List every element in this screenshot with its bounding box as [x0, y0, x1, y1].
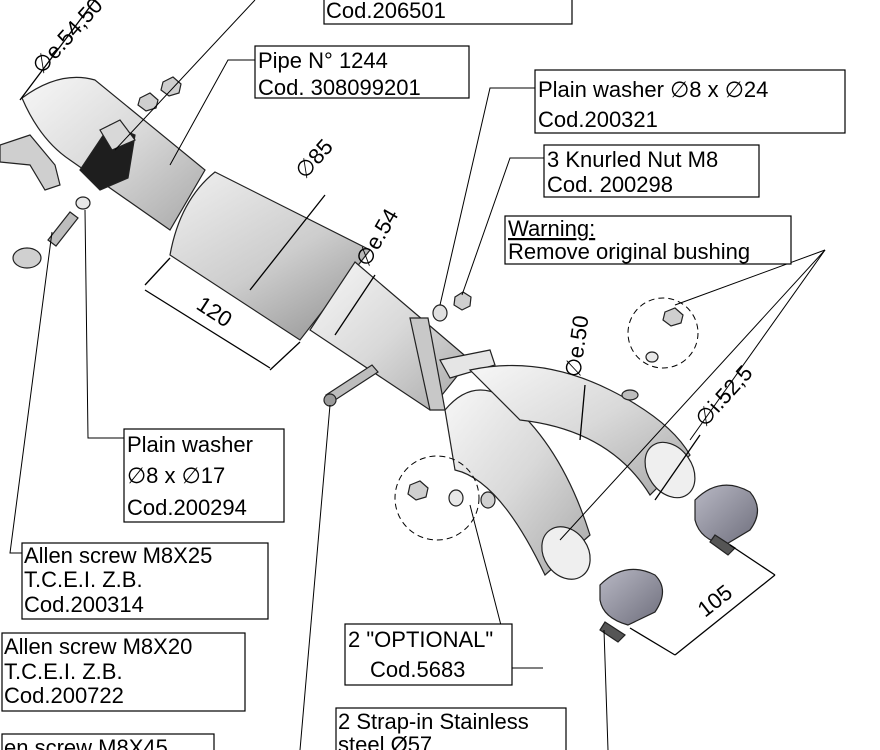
dim-mid-diameter: ∅e.54 — [351, 204, 404, 270]
exhaust-pipe — [21, 76, 696, 580]
nut-right-boss — [662, 307, 684, 327]
label-washer-17-code: Cod.200294 — [127, 495, 247, 520]
label-knurled-nut-name: 3 Knurled Nut M8 — [547, 147, 718, 172]
label-washer-17-size: ∅8 x ∅17 — [127, 463, 225, 488]
dim-body-diameter: ∅85 — [290, 134, 338, 183]
allen-screw-m8x20 — [47, 211, 79, 247]
nut-top-1 — [160, 76, 182, 97]
label-allen-20-spec: T.C.E.I. Z.B. — [4, 659, 123, 684]
dim-outlet-inner: ∅i.52,5 — [690, 360, 757, 431]
label-allen-25-spec: T.C.E.I. Z.B. — [24, 567, 143, 592]
clamp-left — [599, 568, 664, 626]
detail-circle-right — [627, 297, 699, 369]
label-strap-name: 2 Strap-in Stainless — [338, 709, 529, 734]
label-washer-17: Plain washer ∅8 x ∅17 Cod.200294 — [123, 428, 285, 523]
label-optional: 2 "OPTIONAL" Cod.5683 — [344, 623, 513, 686]
label-pipe: Pipe N° 1244 Cod. 308099201 — [254, 45, 470, 100]
dim-inlet-diameter: ∅e.54,50 — [27, 0, 108, 78]
label-top-code-text: Cod.206501 — [326, 0, 446, 23]
label-allen-20-code: Cod.200722 — [4, 683, 124, 708]
label-allen-25: Allen screw M8X25 T.C.E.I. Z.B. Cod.2003… — [21, 542, 269, 620]
label-warning-text: Remove original bushing — [508, 239, 750, 264]
washer-24 — [432, 304, 448, 322]
label-strap-size: steel Ø57 — [338, 732, 432, 750]
label-optional-code: Cod.5683 — [370, 657, 465, 682]
dimension-lines — [19, 0, 776, 656]
label-allen-20: Allen screw M8X20 T.C.E.I. Z.B. Cod.2007… — [1, 632, 246, 712]
clamp-right — [694, 484, 759, 546]
washer-17 — [75, 196, 91, 210]
label-allen-45: en screw M8X45 — [1, 733, 215, 750]
dim-body-length: 120 — [192, 291, 236, 332]
hardware-parts — [0, 76, 759, 643]
label-allen-20-name: Allen screw M8X20 — [4, 634, 192, 659]
label-warning-title: Warning: — [508, 216, 595, 241]
dim-outlet-diameter: ∅e.50 — [560, 314, 593, 379]
label-pipe-code: Cod. 308099201 — [258, 75, 421, 100]
label-allen-25-name: Allen screw M8X25 — [24, 543, 212, 568]
label-allen-45-name: en screw M8X45 — [4, 735, 168, 750]
washer-optional — [448, 489, 464, 507]
washer-right-boss — [645, 351, 659, 363]
label-washer-24-name: Plain washer ∅8 x ∅24 — [538, 77, 768, 102]
label-knurled-nut-code: Cod. 200298 — [547, 172, 673, 197]
dim-clamp-spacing: 105 — [693, 580, 737, 622]
label-strap: 2 Strap-in Stainless steel Ø57 — [335, 707, 567, 750]
label-washer-24-code: Cod.200321 — [538, 107, 658, 132]
leader-lines — [9, 0, 826, 750]
label-warning: Warning: Remove original bushing — [504, 215, 792, 265]
label-allen-25-code: Cod.200314 — [24, 592, 144, 617]
detail-circle-left — [394, 455, 480, 541]
nut-top-2 — [137, 92, 159, 112]
nut-optional — [407, 480, 429, 501]
screw-head-left — [12, 247, 42, 269]
label-washer-17-name: Plain washer — [127, 432, 253, 457]
label-optional-name: 2 "OPTIONAL" — [348, 627, 493, 652]
label-top-code: Cod.206501 — [323, 0, 573, 25]
rear-bracket — [0, 134, 61, 191]
label-washer-24: Plain washer ∅8 x ∅24 Cod.200321 — [534, 69, 846, 134]
label-knurled-nut: 3 Knurled Nut M8 Cod. 200298 — [543, 144, 760, 198]
label-pipe-name: Pipe N° 1244 — [258, 48, 388, 73]
